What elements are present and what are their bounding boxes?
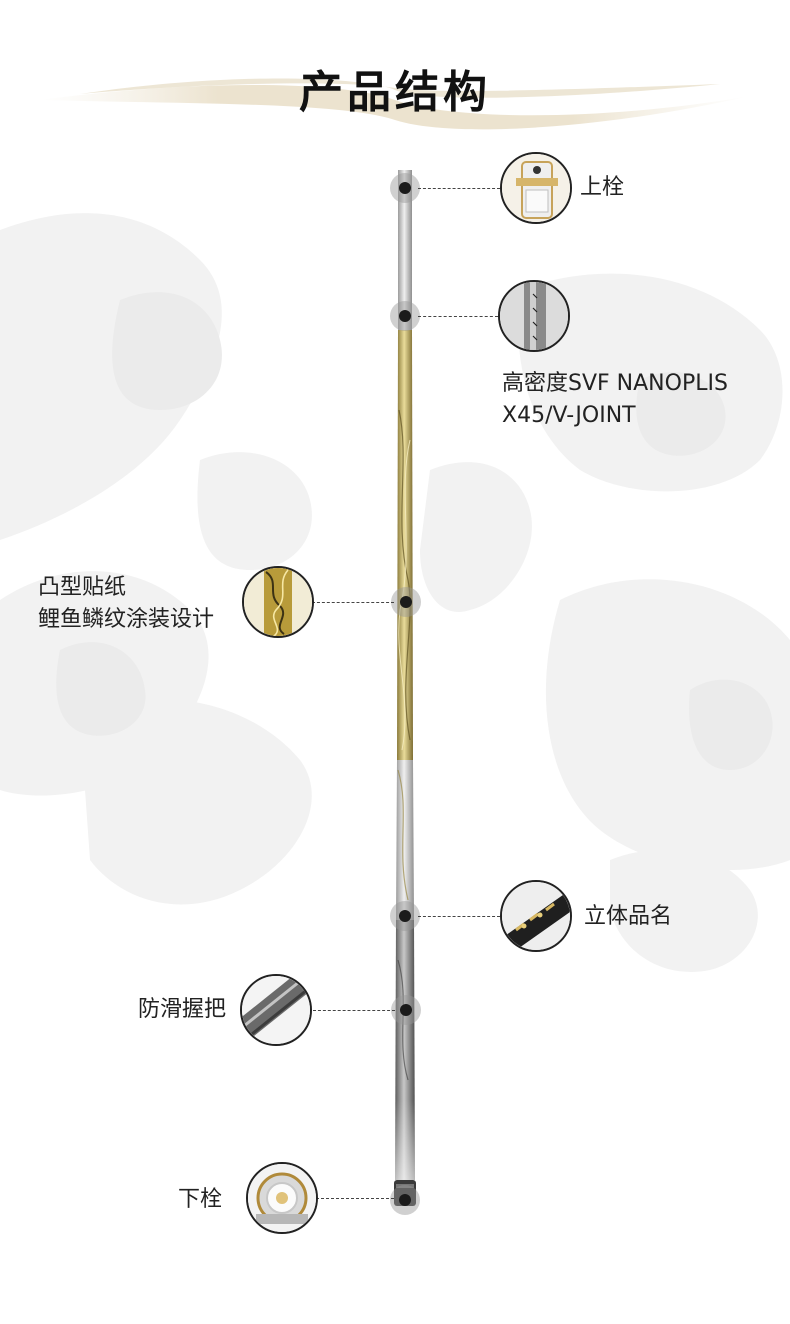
leader-name [418,916,500,917]
label-grip: 防滑握把 [138,997,227,1022]
label-top-plug: 上栓 [580,175,625,200]
grip-icon [240,974,312,1046]
leader-sticker [312,602,394,603]
label-bottom-plug: 下栓 [178,1187,223,1212]
joint-marker-name [390,901,420,931]
label-sticker: 凸型贴纸 鲤鱼鳞纹涂装设计 [38,575,215,632]
title-area: 产品结构 [0,40,790,140]
label-name: 立体品名 [584,904,673,929]
leader-grip [313,1010,395,1011]
label-blank: 高密度SVF NANOPLIS X45/V-JOINT [502,371,728,428]
leader-blank [418,316,498,317]
scale-pattern-icon [242,566,314,638]
leader-bottom-plug [316,1198,394,1199]
rod-section-icon [498,280,570,352]
page-title: 产品结构 [299,67,491,118]
emblem-name-icon [500,880,572,952]
leader-top-plug [418,188,500,189]
joint-marker-grip [391,995,421,1025]
joint-marker-sticker [391,587,421,617]
joint-marker-top-plug [390,173,420,203]
fishing-rod [394,170,416,1206]
joint-marker-blank [390,301,420,331]
bottom-plug-icon [246,1162,318,1234]
joint-marker-bottom-plug [390,1185,420,1215]
top-plug-icon [500,152,572,224]
title-swoosh-decoration [40,78,750,130]
